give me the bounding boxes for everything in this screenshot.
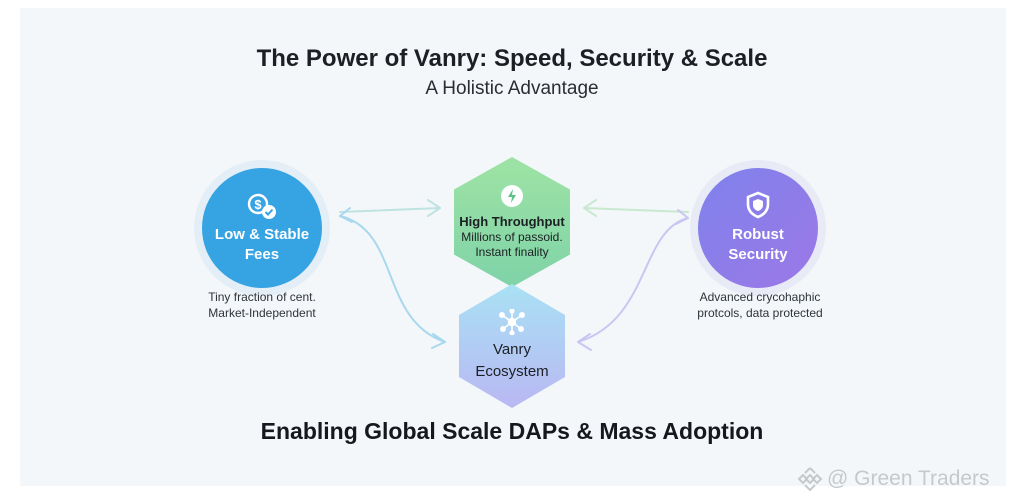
arrow-security-to-throughput: [583, 207, 689, 213]
shield-icon: [746, 191, 770, 219]
fees-node: $ Low & Stable Fees: [202, 168, 322, 288]
lightning-icon: [501, 185, 523, 207]
fees-caption-line1: Tiny fraction of cent.: [208, 290, 316, 304]
arrow-fees-to-throughput: [339, 207, 441, 213]
page-title: The Power of Vanry: Speed, Security & Sc…: [256, 45, 768, 72]
dollar-check-icon: $: [247, 193, 276, 219]
fees-title-line1: Low & Stable: [214, 226, 310, 243]
page-subtitle: A Holistic Advantage: [425, 78, 599, 99]
security-node: Robust Security: [698, 168, 818, 288]
security-caption-line1: Advanced crycohaphic: [699, 290, 821, 304]
ecosystem-title-line2: Ecosystem: [475, 363, 549, 380]
fees-caption: Tiny fraction of cent. Market-Independen…: [162, 289, 362, 321]
arrow-security-ecosystem: [577, 217, 689, 343]
security-caption-line2: protcols, data protected: [697, 306, 823, 320]
binance-logo-icon: [797, 467, 823, 492]
svg-text:$: $: [254, 197, 262, 212]
throughput-line2: Instant finality: [475, 245, 549, 259]
fees-title-line2: Fees: [244, 246, 280, 263]
arrow-fees-ecosystem: [339, 215, 446, 343]
ecosystem-title-line1: Vanry: [492, 341, 532, 358]
throughput-line1: Millions of passoid.: [461, 230, 563, 244]
watermark-text: @ Green Traders: [827, 467, 990, 490]
security-caption: Advanced crycohaphic protcols, data prot…: [660, 289, 860, 321]
throughput-title: High Throughput: [459, 214, 565, 229]
security-title-line1: Robust: [732, 226, 784, 243]
security-title-line2: Security: [728, 246, 788, 263]
network-icon: [498, 309, 525, 335]
watermark: @ Green Traders: [797, 466, 990, 492]
tagline: Enabling Global Scale DAPs & Mass Adopti…: [260, 418, 764, 444]
fees-caption-line2: Market-Independent: [208, 306, 316, 320]
